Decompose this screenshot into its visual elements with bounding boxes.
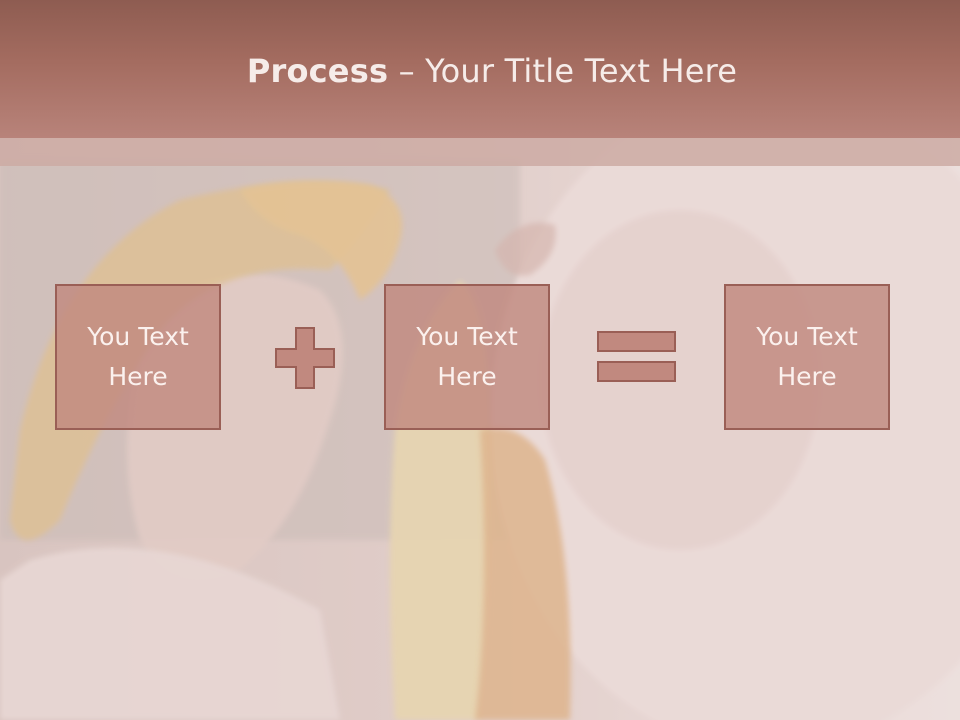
process-box-1[interactable]: You Text Here — [55, 284, 221, 430]
slide-title-rest: – Your Title Text Here — [388, 52, 738, 90]
process-box-3[interactable]: You Text Here — [724, 284, 890, 430]
process-box-label: You Text Here — [87, 322, 189, 391]
title-bar-strip — [0, 138, 960, 166]
slide-title-bold: Process — [246, 52, 389, 90]
title-bar — [0, 0, 960, 138]
process-box-label: You Text Here — [416, 322, 518, 391]
plus-icon — [275, 327, 335, 389]
slide-title: Process – Your Title Text Here — [0, 52, 960, 90]
process-box-label: You Text Here — [756, 322, 858, 391]
process-box-2[interactable]: You Text Here — [384, 284, 550, 430]
equals-icon — [597, 331, 676, 382]
